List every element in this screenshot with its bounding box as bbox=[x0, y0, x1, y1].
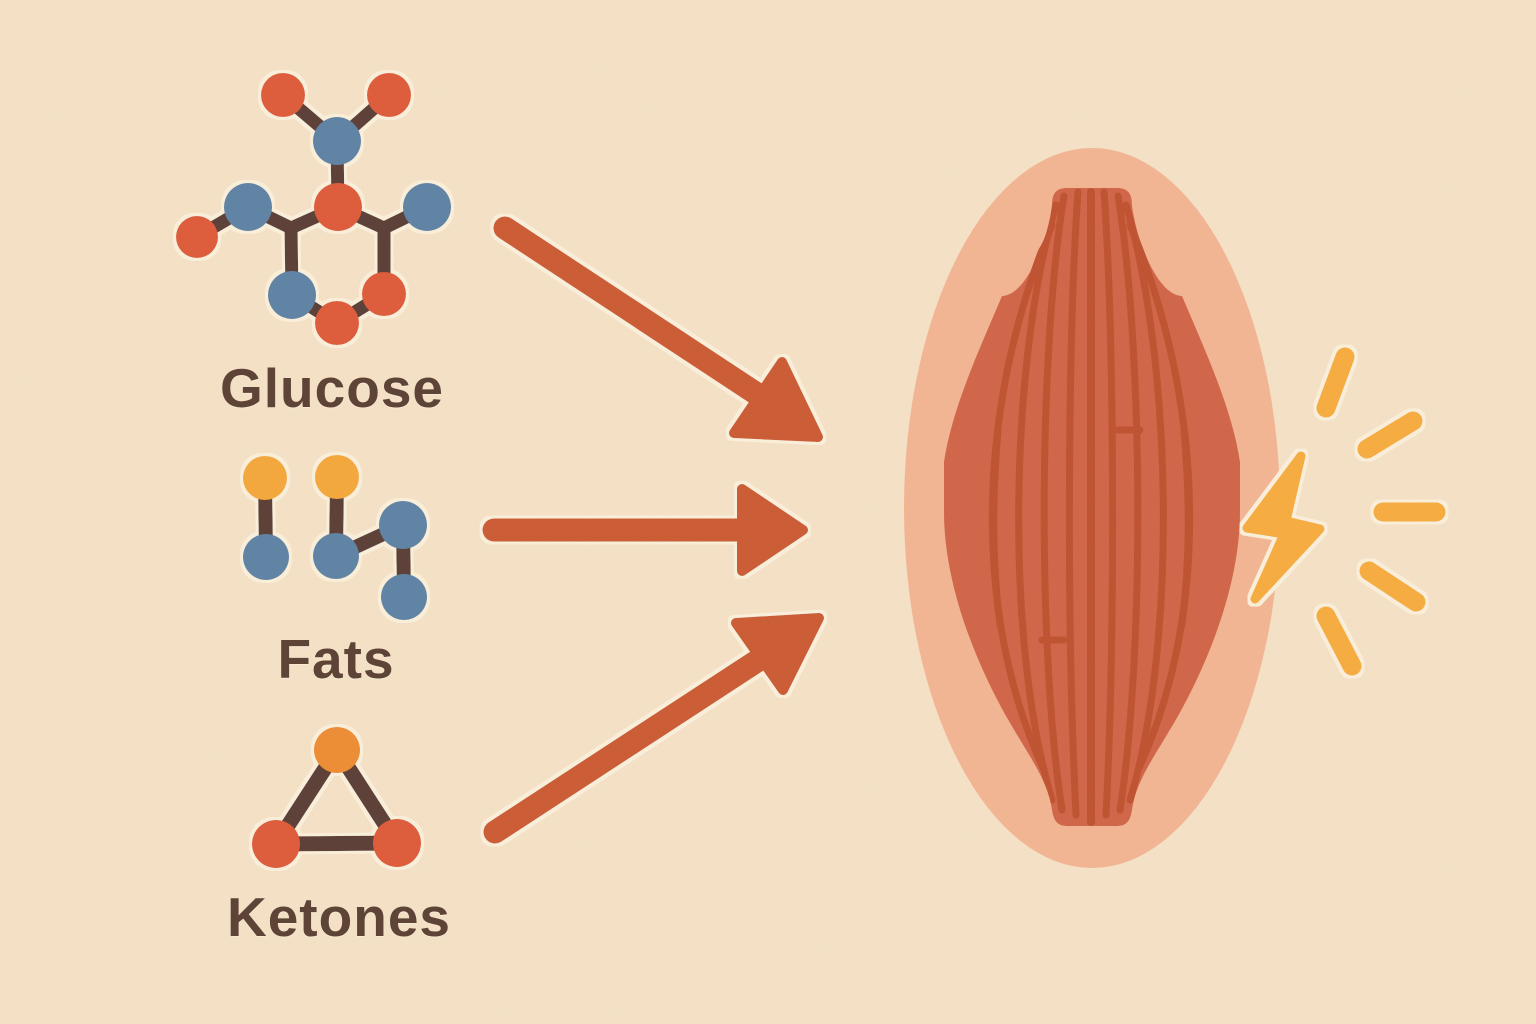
fats-label: Fats bbox=[277, 628, 395, 690]
ketones-label: Ketones bbox=[227, 886, 451, 948]
glucose-label: Glucose bbox=[219, 357, 445, 419]
